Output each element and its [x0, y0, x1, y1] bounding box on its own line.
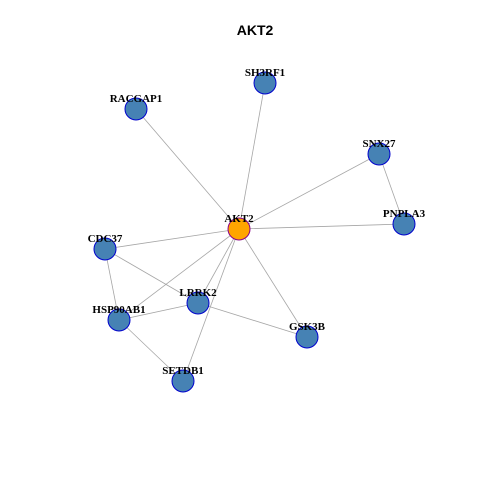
- node-lrrk2[interactable]: [186, 291, 210, 315]
- node-cdc37[interactable]: [93, 237, 117, 261]
- edge-akt2-cdc37: [104, 228, 240, 250]
- node-label-gsk3b: GSK3B: [289, 321, 326, 333]
- edge-akt2-gsk3b: [238, 228, 308, 338]
- nodes: [93, 71, 416, 393]
- node-label-pnpla3: PNPLA3: [383, 208, 426, 220]
- node-label-setdb1: SETDB1: [162, 365, 204, 377]
- node-label-sh3rf1: SH3RF1: [245, 67, 285, 79]
- edge-akt2-sh3rf1: [238, 82, 266, 230]
- diagram-title: AKT2: [237, 22, 274, 38]
- node-label-lrrk2: LRRK2: [179, 287, 217, 299]
- edges: [104, 82, 405, 382]
- node-setdb1[interactable]: [171, 369, 195, 393]
- edge-hsp90ab1-lrrk2: [118, 302, 199, 321]
- node-label-snx27: SNX27: [362, 138, 396, 150]
- node-racgap1[interactable]: [124, 97, 148, 121]
- edge-snx27-pnpla3: [378, 153, 405, 225]
- edge-akt2-lrrk2: [197, 228, 240, 304]
- edge-akt2-pnpla3: [238, 223, 405, 230]
- edge-akt2-racgap1: [135, 108, 240, 230]
- edge-akt2-hsp90ab1: [118, 228, 240, 321]
- edge-cdc37-hsp90ab1: [104, 248, 120, 321]
- node-pnpla3[interactable]: [392, 212, 416, 236]
- node-gsk3b[interactable]: [295, 325, 319, 349]
- node-labels: AKT2 SH3RF1RACGAP1SNX27PNPLA3CDC37LRRK2HS…: [88, 67, 426, 377]
- node-sh3rf1[interactable]: [253, 71, 277, 95]
- edge-akt2-snx27: [238, 153, 380, 230]
- node-hsp90ab1[interactable]: [107, 308, 131, 332]
- edge-akt2-setdb1: [182, 228, 240, 382]
- node-label-racgap1: RACGAP1: [110, 93, 163, 105]
- node-label-akt2: AKT2: [224, 213, 254, 225]
- node-label-hsp90ab1: HSP90AB1: [92, 304, 145, 316]
- node-akt2[interactable]: [227, 217, 251, 241]
- edge-cdc37-lrrk2: [104, 248, 199, 304]
- node-label-cdc37: CDC37: [88, 233, 123, 245]
- edge-lrrk2-gsk3b: [197, 302, 308, 338]
- node-snx27[interactable]: [367, 142, 391, 166]
- edge-hsp90ab1-setdb1: [118, 319, 184, 382]
